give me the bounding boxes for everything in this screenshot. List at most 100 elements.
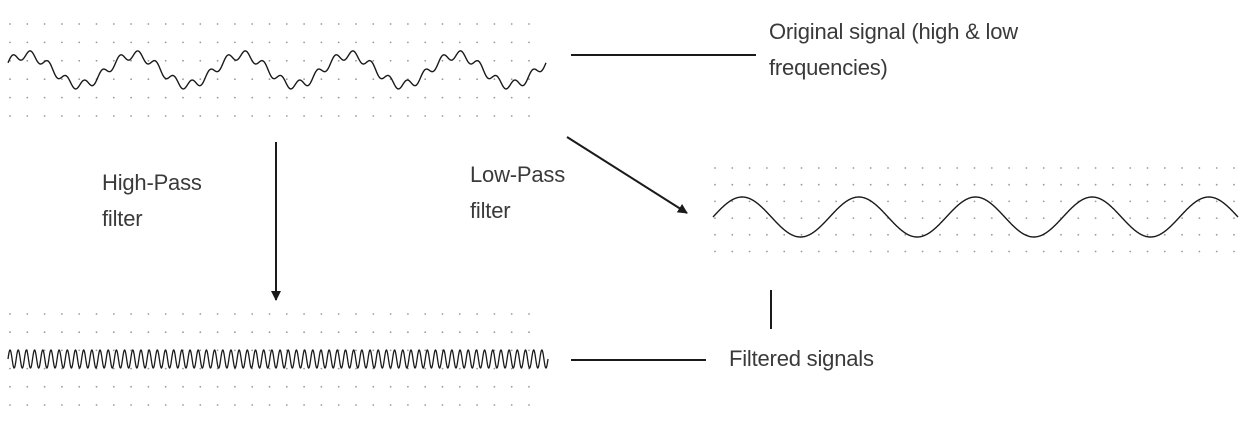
grid-dot (268, 367, 271, 370)
grid-dot (1060, 233, 1062, 236)
grid-dot (389, 331, 392, 334)
grid-dot (1077, 217, 1080, 220)
grid-dot (26, 331, 29, 334)
grid-dot (234, 78, 236, 81)
grid-dot (26, 41, 29, 44)
grid-dot (337, 78, 340, 81)
grid-dot (268, 385, 271, 388)
lowpass-signal-grid (714, 167, 1235, 253)
grid-dot (251, 115, 254, 117)
grid-dot (199, 385, 202, 388)
grid-dot (493, 23, 496, 25)
grid-dot (303, 41, 305, 44)
grid-dot (1146, 183, 1149, 186)
grid-dot (1233, 167, 1235, 169)
grid-dot (714, 183, 716, 186)
grid-dot (956, 183, 959, 186)
grid-dot (320, 96, 323, 99)
grid-dot (216, 96, 219, 99)
grid-dot (61, 367, 63, 370)
grid-dot (9, 331, 11, 334)
grid-dot (493, 367, 496, 370)
grid-dot (355, 349, 357, 352)
grid-dot (355, 404, 357, 406)
grid-dot (852, 167, 855, 169)
grid-dot (407, 23, 409, 25)
grid-dot (43, 78, 46, 81)
grid-dot (78, 78, 81, 81)
grid-dot (389, 313, 392, 315)
grid-dot (956, 250, 959, 253)
grid-dot (887, 250, 889, 253)
grid-dot (817, 217, 820, 220)
grid-dot (990, 217, 993, 220)
grid-dot (458, 59, 461, 62)
grid-dot (528, 331, 530, 334)
grid-dot (1181, 167, 1183, 169)
grid-dot (61, 385, 63, 388)
grid-dot (130, 331, 133, 334)
grid-dot (1181, 233, 1183, 236)
grid-dot (800, 217, 803, 220)
grid-dot (407, 404, 409, 406)
grid-dot (939, 183, 941, 186)
grid-dot (61, 313, 63, 315)
grid-dot (800, 250, 803, 253)
grid-dot (95, 385, 98, 388)
grid-dot (441, 41, 444, 44)
grid-dot (1077, 250, 1080, 253)
grid-dot (112, 96, 115, 99)
grid-dot (939, 217, 941, 220)
grid-dot (1129, 183, 1132, 186)
grid-dot (1008, 167, 1010, 169)
grid-dot (956, 233, 959, 236)
grid-dot (731, 250, 734, 253)
grid-dot (43, 115, 46, 117)
grid-dot (1215, 250, 1218, 253)
grid-dot (510, 349, 513, 352)
grid-dot (1060, 183, 1062, 186)
grid-dot (355, 59, 357, 62)
grid-dot (476, 367, 478, 370)
grid-dot (372, 23, 375, 25)
grid-dot (303, 313, 305, 315)
grid-dot (510, 313, 513, 315)
grid-dot (43, 331, 46, 334)
grid-dot (1077, 233, 1080, 236)
grid-dot (372, 385, 375, 388)
grid-dot (234, 385, 236, 388)
grid-dot (355, 367, 357, 370)
grid-dot (766, 167, 768, 169)
grid-dot (1146, 200, 1149, 203)
grid-dot (26, 385, 29, 388)
grid-dot (424, 367, 427, 370)
grid-dot (424, 59, 427, 62)
grid-dot (510, 115, 513, 117)
grid-dot (869, 167, 872, 169)
grid-dot (389, 115, 392, 117)
grid-dot (337, 59, 340, 62)
grid-dot (1215, 217, 1218, 220)
grid-dot (268, 41, 271, 44)
grid-dot (441, 23, 444, 25)
grid-dot (95, 96, 98, 99)
grid-dot (783, 183, 786, 186)
grid-dot (407, 59, 409, 62)
highpass-filter-label-line1: High-Pass (102, 170, 202, 195)
grid-dot (458, 385, 461, 388)
grid-dot (130, 41, 133, 44)
grid-dot (182, 115, 184, 117)
grid-dot (147, 331, 150, 334)
grid-dot (147, 313, 150, 315)
grid-dot (389, 404, 392, 406)
grid-dot (320, 331, 323, 334)
grid-dot (355, 96, 357, 99)
grid-dot (1215, 200, 1218, 203)
grid-dot (320, 367, 323, 370)
lowpass-filtered-waveform (712, 196, 1239, 238)
grid-dot (493, 41, 496, 44)
grid-dot (800, 200, 803, 203)
grid-dot (78, 41, 81, 44)
grid-dot (130, 96, 133, 99)
